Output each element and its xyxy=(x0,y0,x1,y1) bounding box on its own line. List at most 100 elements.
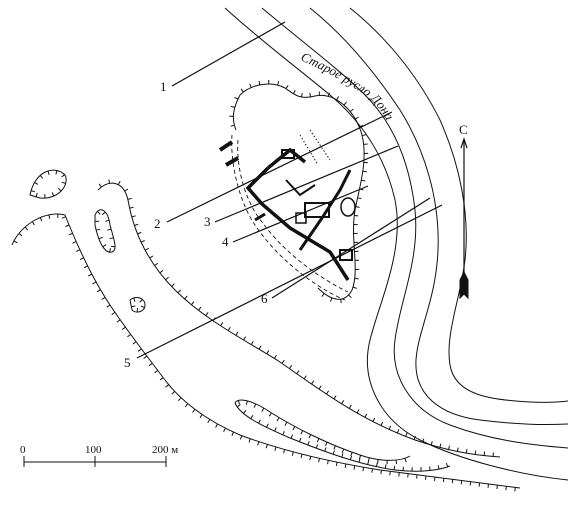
hachure-tick xyxy=(478,482,481,487)
small-mound-contour xyxy=(29,169,67,199)
hachure-tick xyxy=(148,362,153,367)
hachure-tick xyxy=(321,293,325,297)
plateau-contour xyxy=(239,83,365,300)
hachure-tick xyxy=(243,409,247,414)
hachure-tick xyxy=(393,465,396,470)
hachure-tick xyxy=(79,257,84,261)
hachure-tick xyxy=(388,425,392,430)
arrow-head-icon xyxy=(460,137,468,149)
hachure-tick xyxy=(140,305,145,309)
hachure-tick xyxy=(318,385,322,390)
hachure-tick xyxy=(234,96,239,100)
section-line-4 xyxy=(232,185,369,243)
hachure-tick xyxy=(98,183,102,188)
section-label-1: 1 xyxy=(160,79,167,94)
hachure-tick xyxy=(238,400,240,405)
tower-foundation xyxy=(281,149,295,159)
inner-ridge-contour xyxy=(234,399,411,461)
hachure-tick xyxy=(227,326,231,331)
section-line-3 xyxy=(214,145,399,223)
hachure-tick xyxy=(303,375,307,380)
hachure-tick xyxy=(102,244,107,248)
hachure-tick xyxy=(422,438,425,443)
fortress-wall xyxy=(245,166,350,281)
hachure-tick xyxy=(48,214,51,219)
hachure-tick xyxy=(288,365,293,369)
hachure-tick xyxy=(159,270,164,274)
hachure-tick xyxy=(358,458,361,463)
hachure-tick xyxy=(92,281,97,285)
hachure-tick xyxy=(371,468,373,473)
hachure-tick xyxy=(258,345,262,350)
hachure-tick xyxy=(87,273,92,277)
hachure-tick xyxy=(243,336,247,341)
small-mound-contour xyxy=(94,209,116,253)
section-lines xyxy=(136,21,443,359)
hachure-tick xyxy=(258,419,261,424)
hachure-tick xyxy=(300,430,304,435)
river-bank-line xyxy=(224,7,568,481)
hachure-tick xyxy=(273,354,277,359)
river-bank-line xyxy=(349,7,568,403)
hachure-tick xyxy=(465,449,468,454)
hachure-tick xyxy=(349,108,354,112)
ridge-contour xyxy=(11,213,521,489)
hachure-tick xyxy=(109,248,111,253)
hachure-tick xyxy=(367,460,370,465)
hachure-tick xyxy=(65,224,70,227)
hachure-tick xyxy=(434,476,436,481)
hachure-tick xyxy=(307,441,310,446)
hachure-tick xyxy=(448,445,450,450)
hachure-tick xyxy=(451,479,454,484)
hachure-tick xyxy=(437,465,440,470)
fortification-plan xyxy=(218,129,356,301)
hachure-tick xyxy=(116,319,121,323)
hachure-tick xyxy=(154,370,159,374)
hachure-tick xyxy=(361,179,366,182)
hachure-tick xyxy=(283,449,286,454)
hachure-tick xyxy=(47,170,50,175)
fortress-wall xyxy=(285,179,316,197)
plateau-contour xyxy=(232,94,241,131)
hachure-tick xyxy=(355,206,360,208)
hachure-tick xyxy=(325,390,330,395)
hachure-tick xyxy=(144,247,149,251)
hachure-tick xyxy=(207,419,211,424)
hachure-tick xyxy=(192,408,196,413)
hachure-tick xyxy=(24,226,29,231)
hachure-tick xyxy=(248,438,251,443)
hachure-tick xyxy=(350,452,353,457)
hachure-tick xyxy=(215,423,218,428)
hachure-tick xyxy=(375,462,378,467)
hachure-tick xyxy=(442,478,445,483)
hachure-tick xyxy=(140,240,145,243)
hachure-tick xyxy=(235,331,239,336)
hachure-tick xyxy=(358,455,362,460)
hachure-tick xyxy=(171,283,175,287)
hachure-tick xyxy=(364,413,368,418)
river-bank-line xyxy=(261,7,568,449)
hachure-tick xyxy=(121,326,126,330)
hachure-tick xyxy=(245,400,248,405)
hachure-tick xyxy=(266,350,270,355)
scale-tick-0: 0 xyxy=(20,444,26,456)
hachure-tick xyxy=(359,125,364,128)
hachure-tick xyxy=(57,187,62,192)
hachure-tick xyxy=(106,304,111,308)
section-label-5: 5 xyxy=(124,355,131,370)
hachure-tick xyxy=(474,450,477,455)
hachure-tick xyxy=(132,341,137,345)
hachure-tick xyxy=(281,359,285,364)
hachure-tick xyxy=(460,480,463,485)
hachure-tick xyxy=(177,289,182,294)
hachure-tick xyxy=(205,312,209,316)
hachure-tick xyxy=(296,370,300,375)
hachure-tick xyxy=(231,431,234,436)
hachure-tick xyxy=(301,93,303,98)
hachure-tick xyxy=(354,116,359,120)
hachure-tick xyxy=(109,237,114,240)
hachure-tick xyxy=(487,483,489,488)
hachure-tick xyxy=(309,92,311,98)
hachure-tick xyxy=(83,265,88,269)
